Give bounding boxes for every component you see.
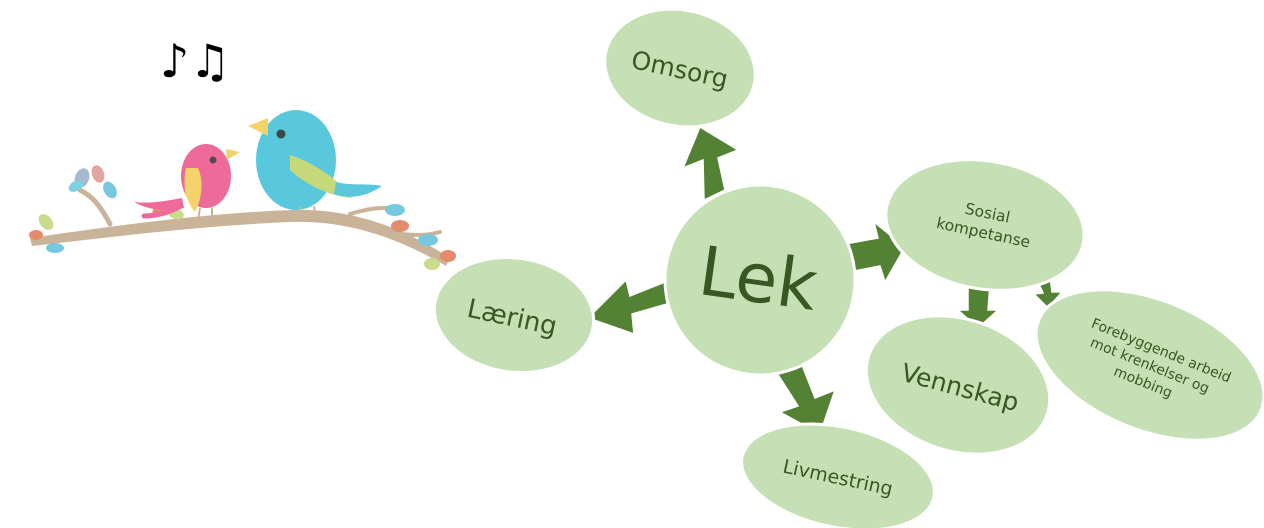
branch-icon [29, 165, 456, 270]
arrow-lek-to-laering [586, 278, 671, 336]
birds-illustration [29, 110, 456, 270]
node-forebyggende: Forebyggende arbeid mot krenkelser og mo… [1034, 288, 1264, 442]
arrow-lek-to-omsorg [681, 125, 740, 202]
node-livmestring: Livmestring [740, 422, 936, 528]
node-omsorg: Omsorg [603, 7, 757, 129]
music-notes-icon: ♪♫ [160, 34, 231, 88]
node-lek-label: Lek [694, 232, 822, 327]
node-sosial: Sosial kompetanse [884, 158, 1086, 292]
node-lek: Lek [663, 183, 857, 377]
node-laering: Læring [432, 255, 596, 375]
bird-pink-icon [134, 144, 240, 221]
bird-blue-icon [248, 110, 382, 221]
node-vennskap: Vennskap [864, 314, 1052, 456]
